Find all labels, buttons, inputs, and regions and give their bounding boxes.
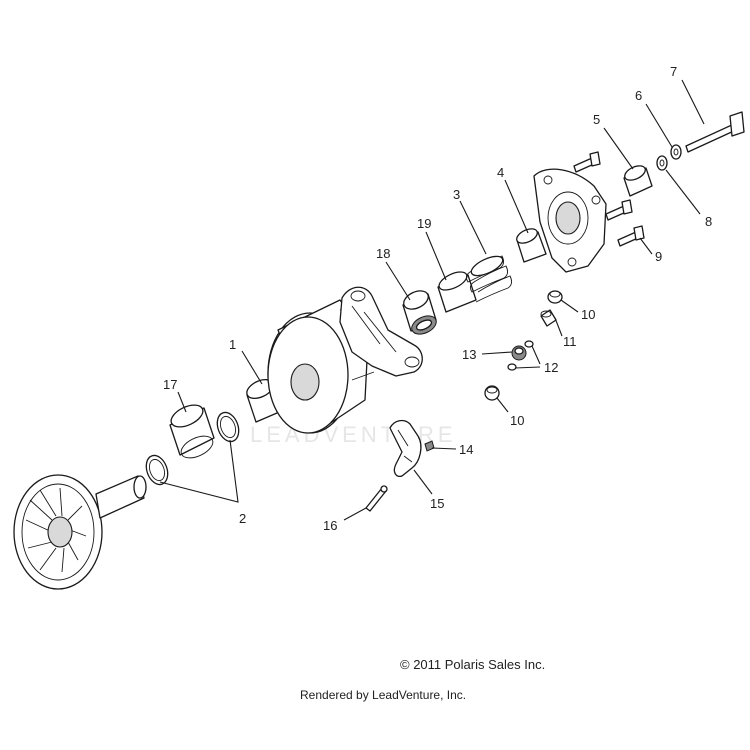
copyright-notice: © 2011 Polaris Sales Inc. <box>400 657 546 672</box>
snap-ring-part-lower <box>145 454 169 486</box>
fixed-sheave-part <box>13 474 147 590</box>
pin-part-11 <box>540 309 557 327</box>
screw-part-bottom <box>617 225 645 247</box>
callout-12: 12 <box>544 360 558 375</box>
callout-7: 7 <box>670 64 677 79</box>
moveable-sheave-part <box>267 299 375 434</box>
washer-part-12-upper <box>524 340 534 348</box>
screw-part-top <box>573 151 601 173</box>
pin-part-16 <box>365 485 388 512</box>
callout-10-upper: 10 <box>581 307 595 322</box>
callout-13: 13 <box>462 347 476 362</box>
callout-15: 15 <box>430 496 444 511</box>
bushing-part-19 <box>437 271 477 313</box>
callout-10-lower: 10 <box>510 413 524 428</box>
leader-lines <box>159 79 705 521</box>
callout-17: 17 <box>163 377 177 392</box>
rendered-by-credit: Rendered by LeadVenture, Inc. <box>300 688 467 702</box>
washer-part-12-lower <box>507 363 517 371</box>
callout-8: 8 <box>705 214 712 229</box>
bushing-part-5 <box>623 165 653 197</box>
callout-18: 18 <box>376 246 390 261</box>
roller-part-13 <box>511 345 527 361</box>
washer-part-8 <box>656 155 668 171</box>
snap-ring-part-upper <box>216 411 240 443</box>
bolt-part-7 <box>685 111 745 153</box>
spider-arm-part <box>339 286 423 377</box>
roller-part-10-upper <box>547 290 563 304</box>
callout-1: 1 <box>229 337 236 352</box>
roller-part-10-lower <box>484 385 500 401</box>
callout-9: 9 <box>655 249 662 264</box>
callout-11: 11 <box>563 334 577 349</box>
weight-part-15 <box>389 419 422 478</box>
screw-part-middle <box>605 199 633 221</box>
callout-5: 5 <box>593 112 600 127</box>
bushing-part-17 <box>169 404 215 459</box>
bearing-part-18 <box>402 290 437 335</box>
callout-labels: 1 2 3 4 5 6 7 8 9 10 11 12 13 14 15 16 1… <box>163 64 712 533</box>
bushing-part-4 <box>516 228 547 263</box>
callout-14: 14 <box>459 442 473 457</box>
cover-plate-part <box>533 168 607 273</box>
washer-part-6 <box>670 144 682 160</box>
callout-16: 16 <box>323 518 337 533</box>
callout-2: 2 <box>239 511 246 526</box>
callout-19: 19 <box>417 216 431 231</box>
spring-part-3 <box>465 255 513 303</box>
callout-4: 4 <box>497 165 504 180</box>
callout-6: 6 <box>635 88 642 103</box>
callout-3: 3 <box>453 187 460 202</box>
